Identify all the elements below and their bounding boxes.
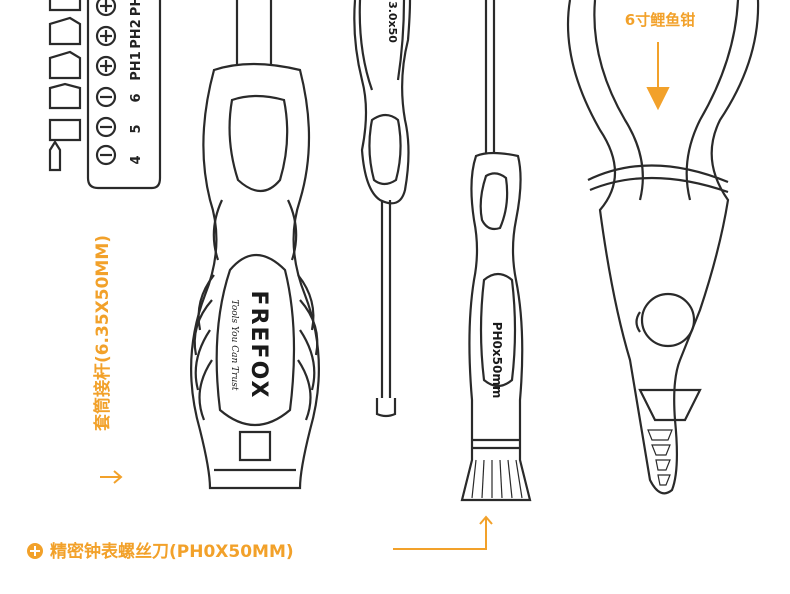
socket-extension-handle [190, 0, 320, 490]
arrow-up-icon [393, 515, 493, 550]
bit-holder [48, 0, 162, 190]
circle-plus-icon [27, 543, 43, 559]
bit-size-2: 5 [129, 124, 144, 133]
slip-joint-pliers [566, 0, 760, 495]
bit-size-labels: 4 5 6 PH1 PH2 PH [129, 0, 144, 165]
bit-symbols [95, 0, 117, 166]
plier-teeth [647, 429, 673, 486]
bit-size-3: 6 [129, 93, 144, 102]
phillips-size-label: PH0x50mm [490, 322, 504, 399]
slotted-size-label: 3.0x50 [386, 1, 399, 43]
bit-size-1: 4 [129, 155, 144, 164]
brand-tagline: Tools You Can Trust [229, 300, 239, 391]
brand-mark: FREFOX Tools You Can Trust [229, 291, 271, 400]
socket-extension-label: 套筒接杆(6.35X50MM) [92, 235, 113, 432]
brand-logo: FREFOX [246, 291, 271, 400]
grip-knurling [471, 459, 523, 499]
phillips-screwdriver [460, 0, 532, 502]
bit-tips [48, 0, 82, 172]
bit-size-4: PH1 [129, 51, 144, 80]
pliers-label: 6寸鲤鱼钳 [625, 11, 695, 29]
bit-size-5: PH2 [129, 19, 144, 48]
arrow-right-icon [100, 470, 123, 484]
bit-size-6: PH [129, 0, 144, 16]
precision-driver-label: 精密钟表螺丝刀(PH0X50MM) [50, 541, 294, 562]
arrow-down-icon [646, 42, 670, 111]
annotation-arrows [100, 42, 670, 550]
slotted-screwdriver [353, 0, 412, 418]
